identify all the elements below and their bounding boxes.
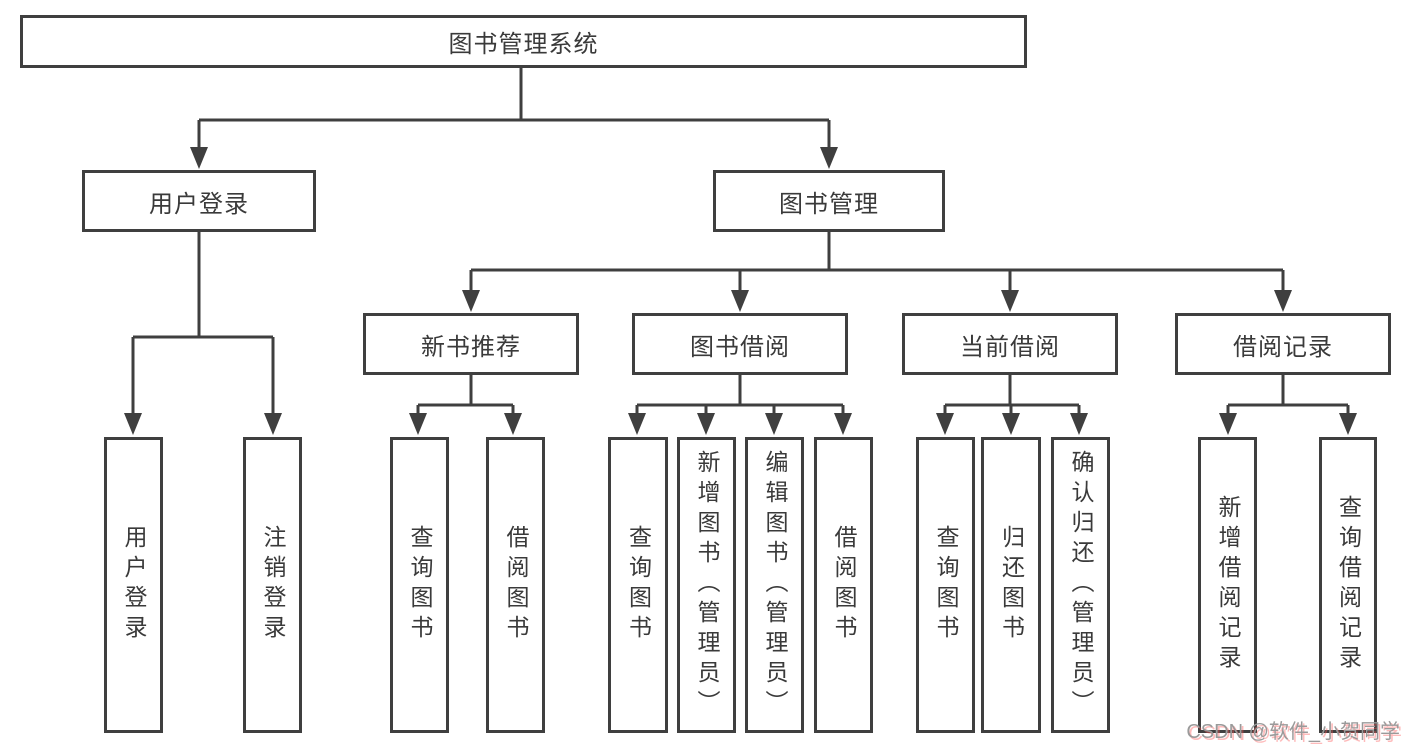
leaf-current-confirm-return-admin: 确认归还（管理员） (1051, 437, 1110, 733)
leaf-recommend-query-books-label: 查询图书 (407, 525, 433, 645)
leaf-borrow-add-books-admin: 新增图书（管理员） (677, 437, 736, 733)
node-borrow-records-label: 借阅记录 (1233, 333, 1333, 361)
leaf-current-return-books-label: 归还图书 (998, 525, 1025, 645)
leaf-borrow-query-books-label: 查询图书 (625, 525, 652, 645)
leaf-recommend-query-books: 查询图书 (390, 437, 449, 733)
leaf-current-query-books-label: 查询图书 (933, 525, 959, 645)
leaf-recommend-borrow-books: 借阅图书 (486, 437, 545, 733)
leaf-records-query-record: 查询借阅记录 (1319, 437, 1377, 733)
leaf-current-return-books: 归还图书 (981, 437, 1041, 733)
leaf-borrow-edit-books-admin: 编辑图书（管理员） (745, 437, 804, 733)
leaf-current-query-books: 查询图书 (916, 437, 975, 733)
node-book-borrow-label: 图书借阅 (690, 333, 790, 361)
node-book-management-label: 图书管理 (779, 190, 879, 218)
leaf-borrow-add-books-admin-label: 新增图书（管理员） (694, 450, 720, 720)
leaf-borrow-borrow-books-label: 借阅图书 (831, 525, 857, 645)
connector-arrowheads (124, 147, 1357, 435)
leaf-logout: 注销登录 (243, 437, 302, 733)
leaf-borrow-query-books: 查询图书 (608, 437, 668, 733)
node-borrow-records: 借阅记录 (1175, 313, 1391, 375)
node-current-borrow-label: 当前借阅 (960, 333, 1060, 361)
leaf-borrow-borrow-books: 借阅图书 (814, 437, 873, 733)
leaf-current-confirm-return-admin-label: 确认归还（管理员） (1068, 450, 1094, 720)
leaf-records-add-record-label: 新增借阅记录 (1215, 495, 1241, 675)
node-user-login-label: 用户登录 (149, 190, 249, 218)
leaf-records-query-record-label: 查询借阅记录 (1335, 495, 1362, 675)
leaf-borrow-edit-books-admin-label: 编辑图书（管理员） (762, 450, 788, 720)
node-library-system: 图书管理系统 (20, 15, 1027, 68)
leaf-recommend-borrow-books-label: 借阅图书 (503, 525, 529, 645)
node-current-borrow: 当前借阅 (902, 313, 1118, 375)
node-new-book-recommend-label: 新书推荐 (421, 333, 521, 361)
node-library-system-label: 图书管理系统 (448, 31, 599, 58)
leaf-logout-label: 注销登录 (260, 525, 286, 645)
csdn-watermark: CSDN @软件_小贺同学 (1186, 721, 1400, 743)
node-book-borrow: 图书借阅 (632, 313, 848, 375)
node-book-management: 图书管理 (713, 170, 945, 232)
node-new-book-recommend: 新书推荐 (363, 313, 579, 375)
leaf-records-add-record: 新增借阅记录 (1198, 437, 1257, 733)
node-user-login: 用户登录 (82, 170, 316, 232)
leaf-user-login: 用户登录 (104, 437, 163, 733)
leaf-user-login-label: 用户登录 (121, 525, 147, 645)
